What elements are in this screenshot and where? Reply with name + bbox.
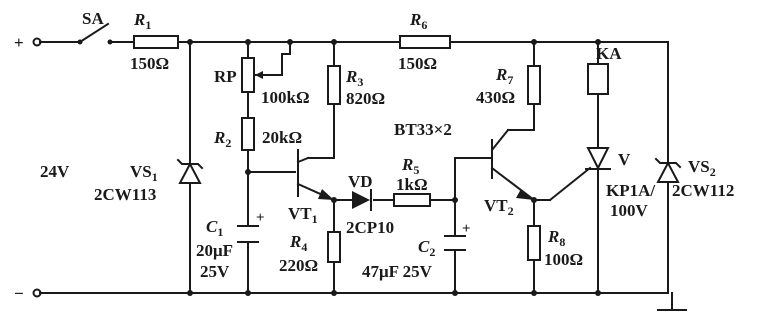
c1-sub: 1 [217,225,223,239]
plus-label: + [14,33,24,52]
r3-name: R [345,67,357,86]
c1-value1: 20μF [196,241,233,260]
r5-name: R [401,155,413,174]
svg-text:C2: C2 [418,237,435,259]
svg-text:VT1: VT1 [288,204,318,226]
r7-sub: 7 [507,73,513,87]
r6-sub: 6 [421,18,427,32]
vs2-name: VS [688,157,710,176]
vd-name: VD [348,172,373,191]
thyristor-part: KP1A/ [606,181,655,200]
vs1-name: VS [130,162,152,181]
c2-value: 47μF 25V [362,262,433,281]
c2-polarity: + [462,221,471,237]
r1-value: 150Ω [130,54,169,73]
vd-part: 2CP10 [346,218,394,237]
resistor-r5: R5 1kΩ [393,155,431,207]
plus-terminal: + [14,33,42,52]
c1-value2: 25V [200,262,230,281]
c2-name: C [418,237,430,256]
rp-name: RP [214,67,237,86]
minus-terminal: − [14,284,42,303]
svg-text:VS1: VS1 [130,162,158,184]
resistor-r2: R2 20kΩ [213,117,302,151]
zener-vs1: VS1 2CW113 [94,158,204,204]
vs2-sub: 2 [710,165,716,179]
c1-name: C [206,217,218,236]
capacitor-c1: + C1 20μF 25V [196,210,265,281]
svg-text:R6: R6 [409,10,427,32]
r8-name: R [547,227,559,246]
resistor-r6: R6 150Ω [398,10,451,73]
vs1-sub: 1 [152,170,158,184]
r7-name: R [495,65,507,84]
resistor-r3: R3 820Ω [327,65,385,108]
r2-value: 20kΩ [262,128,302,147]
r1-name: R [133,10,145,29]
transistor-vt2: VT2 [484,128,536,218]
svg-text:R2: R2 [213,128,231,150]
svg-text:R1: R1 [133,10,151,32]
r2-sub: 2 [225,136,231,150]
r4-name: R [289,232,301,251]
r6-name: R [409,10,421,29]
c1-polarity: + [256,210,265,226]
svg-text:VT2: VT2 [484,196,514,218]
thyristor-v: V KP1A/ 100V [585,147,655,220]
thyristor-rating: 100V [610,201,649,220]
resistor-r8: R8 100Ω [527,225,583,269]
capacitor-c2: + C2 47μF 25V [362,221,471,281]
svg-text:R4: R4 [289,232,307,254]
resistor-r4: R4 220Ω [279,231,341,275]
thyristor-name: V [618,150,631,169]
vt1-name: VT [288,204,312,223]
junctions [187,39,601,296]
vt2-name: VT [484,196,508,215]
switch-sa: SA [77,9,113,45]
sa-label: SA [82,9,104,28]
relay-ka: KA [587,44,622,95]
r5-value: 1kΩ [396,175,428,194]
svg-text:R7: R7 [495,65,513,87]
vt1-sub: 1 [312,212,318,226]
vs1-part: 2CW113 [94,185,156,204]
r6-value: 150Ω [398,54,437,73]
ground-symbol [657,292,687,311]
svg-text:R3: R3 [345,67,363,89]
svg-text:R5: R5 [401,155,419,177]
r4-value: 220Ω [279,256,318,275]
diode-vd: VD 2CP10 [346,172,394,237]
r3-sub: 3 [357,75,363,89]
bt-label: BT33×2 [394,120,452,139]
r8-sub: 8 [559,235,565,249]
svg-text:R8: R8 [547,227,565,249]
zener-vs2: VS2 2CW112 [654,157,734,200]
c2-sub: 2 [429,245,435,259]
r4-sub: 4 [301,240,307,254]
r3-value: 820Ω [346,89,385,108]
svg-text:VS2: VS2 [688,157,716,179]
ka-label: KA [596,44,622,63]
vs2-part: 2CW112 [672,181,734,200]
resistor-r1: R1 150Ω [130,10,179,73]
minus-label: − [14,284,24,303]
supply-voltage-label: 24V [40,162,70,181]
svg-text:C1: C1 [206,217,223,239]
rp-value: 100kΩ [261,88,310,107]
r2-name: R [213,128,225,147]
r5-sub: 5 [413,163,419,177]
transistor-vt1: VT1 [288,149,336,226]
potentiometer-rp: RP 100kΩ [214,57,310,107]
vt2-sub: 2 [508,204,514,218]
resistor-r7: R7 430Ω [476,65,541,107]
r1-sub: 1 [145,18,151,32]
r7-value: 430Ω [476,88,515,107]
r8-value: 100Ω [544,250,583,269]
